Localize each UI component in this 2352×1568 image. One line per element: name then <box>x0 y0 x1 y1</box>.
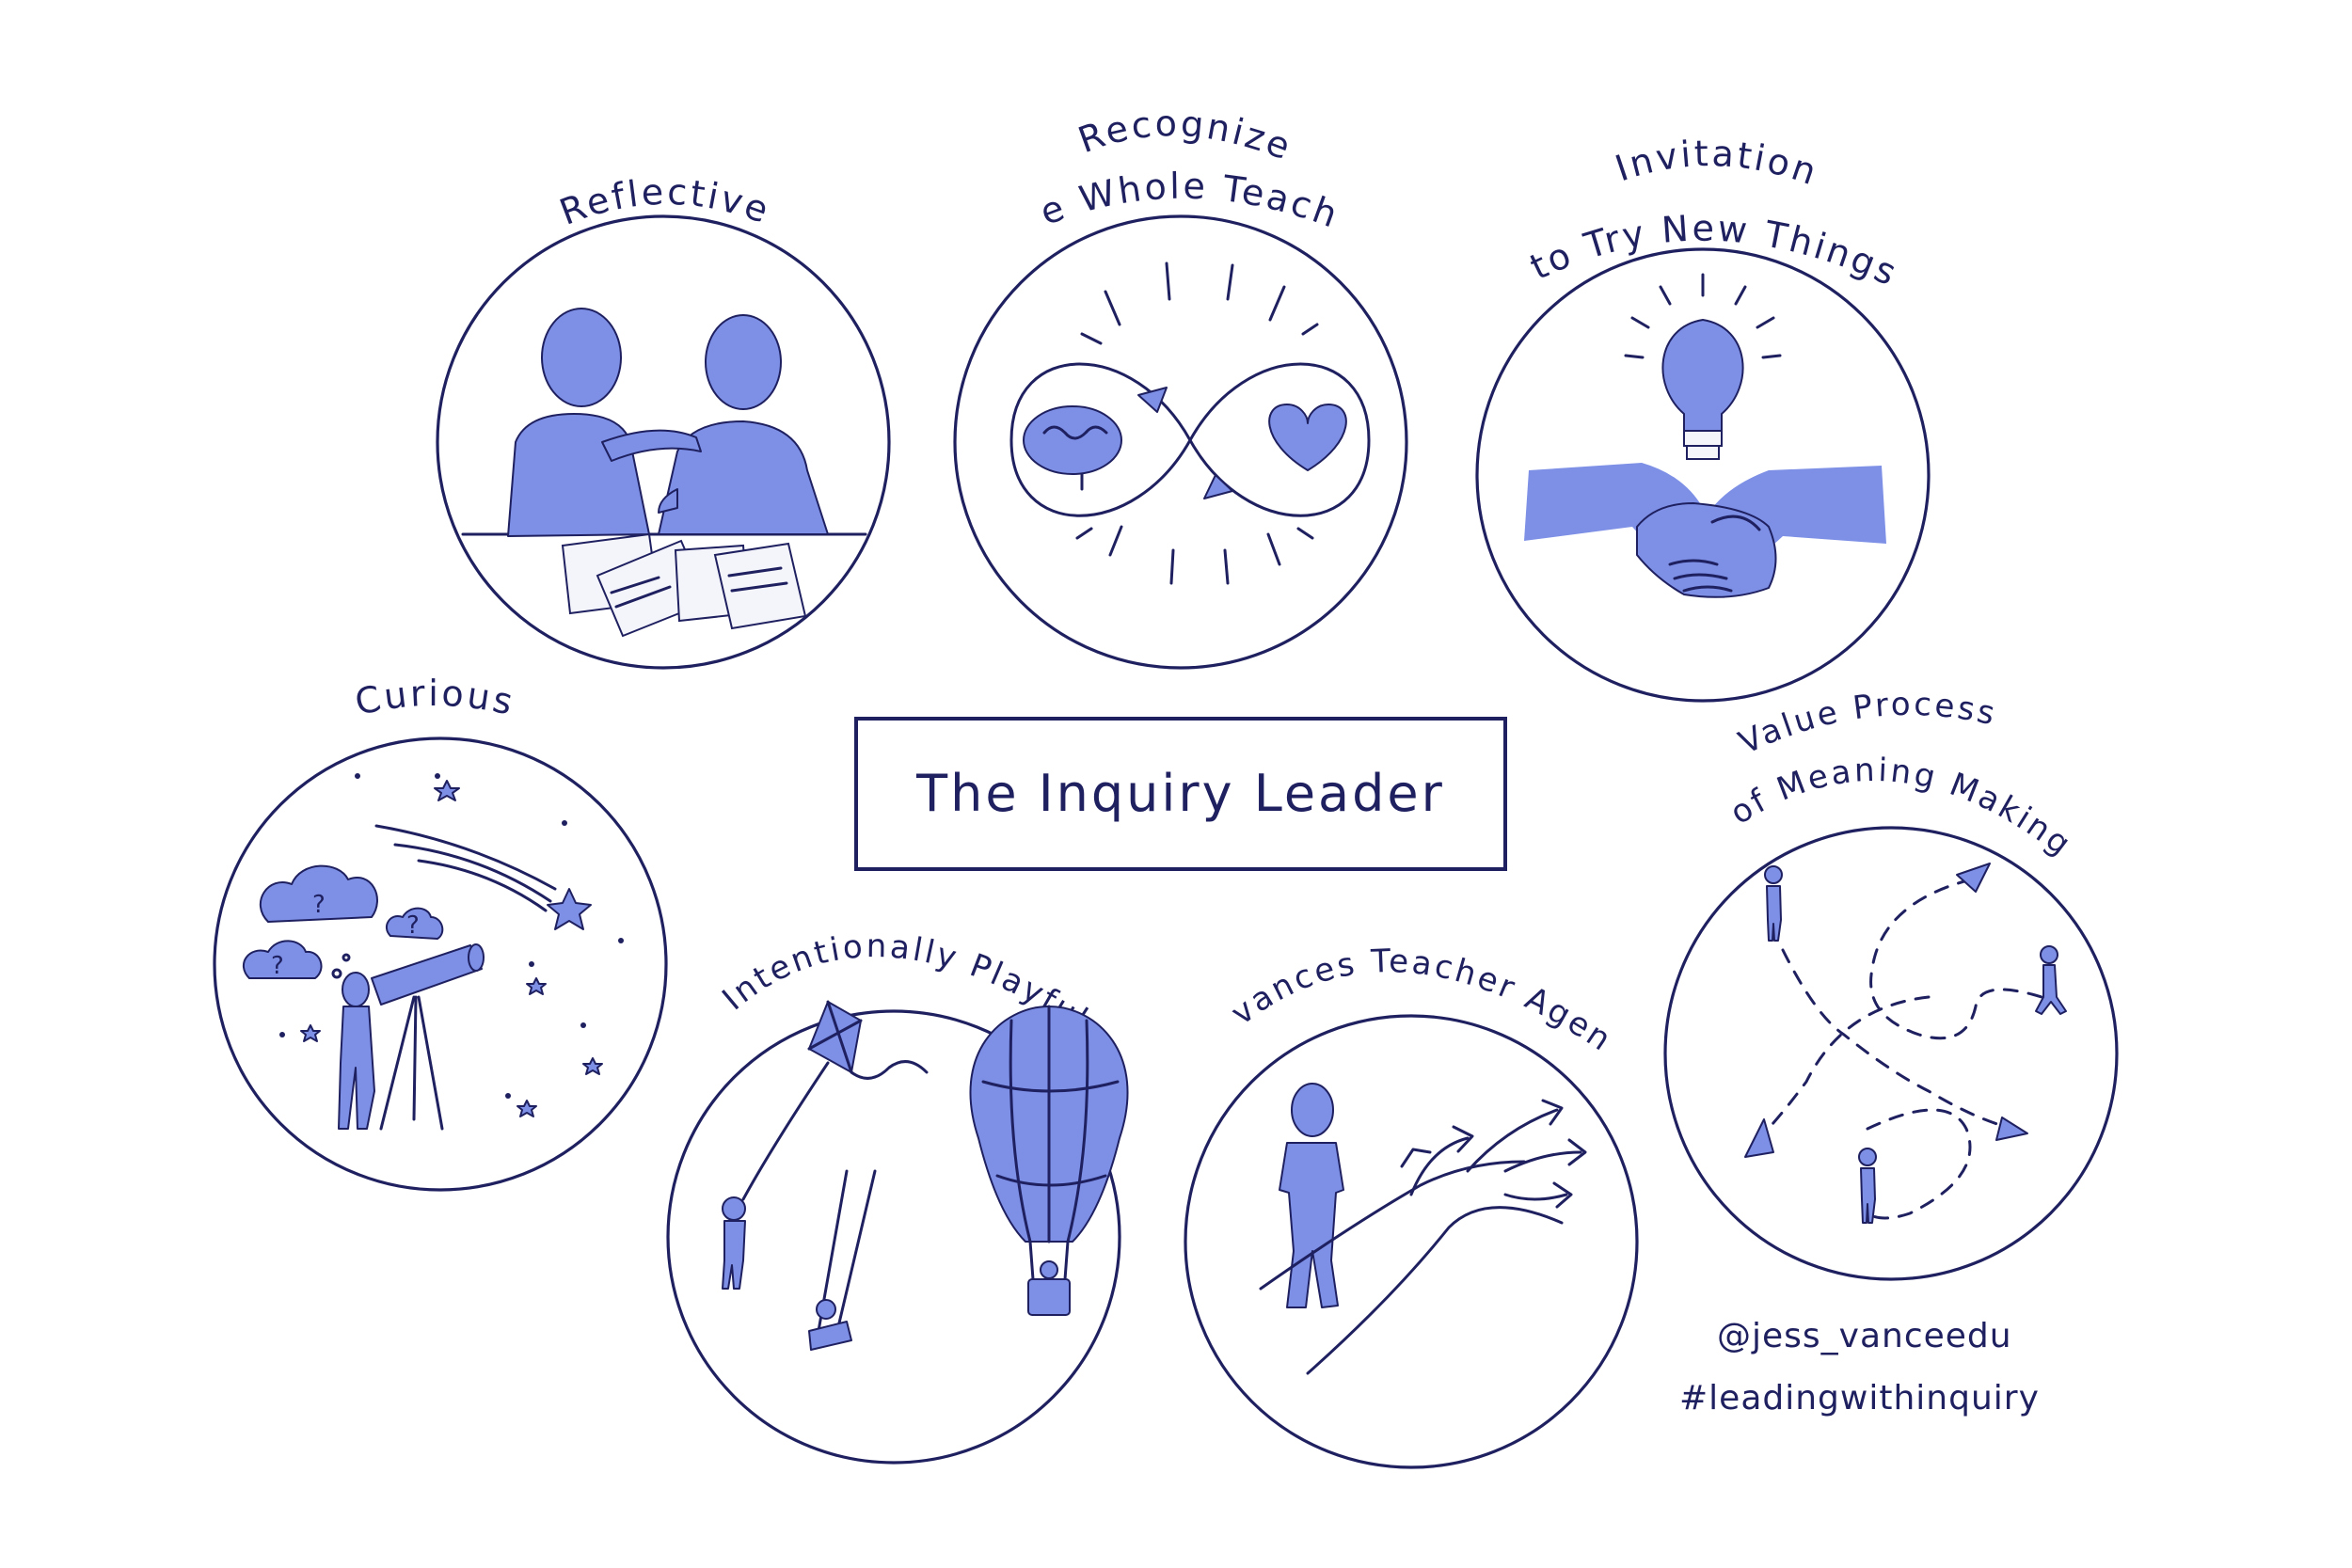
credit-handle: @jess_vanceedu <box>1717 1317 2012 1355</box>
two-people-reviewing-papers-icon <box>461 308 867 638</box>
trait-reflective: Reflective <box>436 171 891 670</box>
credit-hashtag: #leadingwithinquiry <box>1679 1379 2040 1418</box>
lightbulb-handshake-icon <box>1524 273 1886 598</box>
trait-playful: Intentionally Playful <box>666 927 1129 1465</box>
page-title: The Inquiry Leader <box>915 764 1445 823</box>
telescope-stargazer-icon: ? ? ? <box>243 773 624 1131</box>
trait-reflective-label: Reflective <box>554 171 776 233</box>
trait-curious-ring <box>213 736 668 1192</box>
trait-reflective-ring <box>436 214 891 670</box>
kite-swing-balloon-icon <box>722 1000 1129 1351</box>
trait-curious: Curious ? ? ? <box>213 673 668 1192</box>
trait-value-label-line1: Value Process <box>1733 686 2000 762</box>
trait-playful-ring <box>666 1009 1121 1465</box>
svg-text:?: ? <box>406 911 420 940</box>
trait-recognize-label-line1: Recognize <box>1073 103 1298 168</box>
trait-recognize-ring <box>953 214 1408 670</box>
brain-heart-infinity-icon <box>1009 261 1371 585</box>
trait-agency-ring <box>1184 1014 1639 1469</box>
title-frame <box>854 717 1507 871</box>
svg-text:?: ? <box>271 952 284 980</box>
trait-agency: Advances Teacher Agency <box>0 0 1639 1469</box>
trait-curious-label: Curious <box>351 673 518 723</box>
svg-text:?: ? <box>312 891 326 919</box>
credits: @jess_vanceedu #leadingwithinquiry <box>1679 1317 2040 1418</box>
dashed-paths-people-icon <box>1744 863 2067 1224</box>
trait-value-ring <box>1663 826 2119 1281</box>
center-title-box: The Inquiry Leader <box>854 717 1507 871</box>
trait-invitation-ring <box>1475 247 1931 703</box>
trait-invitation-label-line1: Invitation <box>1611 133 1824 194</box>
trait-value-process: Value Process of Meaning Making <box>1663 686 2119 1281</box>
person-branching-paths-icon <box>1259 1083 1587 1375</box>
trait-value-label-line2: of Meaning Making <box>1724 752 2079 864</box>
trait-invitation: Invitation to Try New Things <box>1475 133 1931 703</box>
